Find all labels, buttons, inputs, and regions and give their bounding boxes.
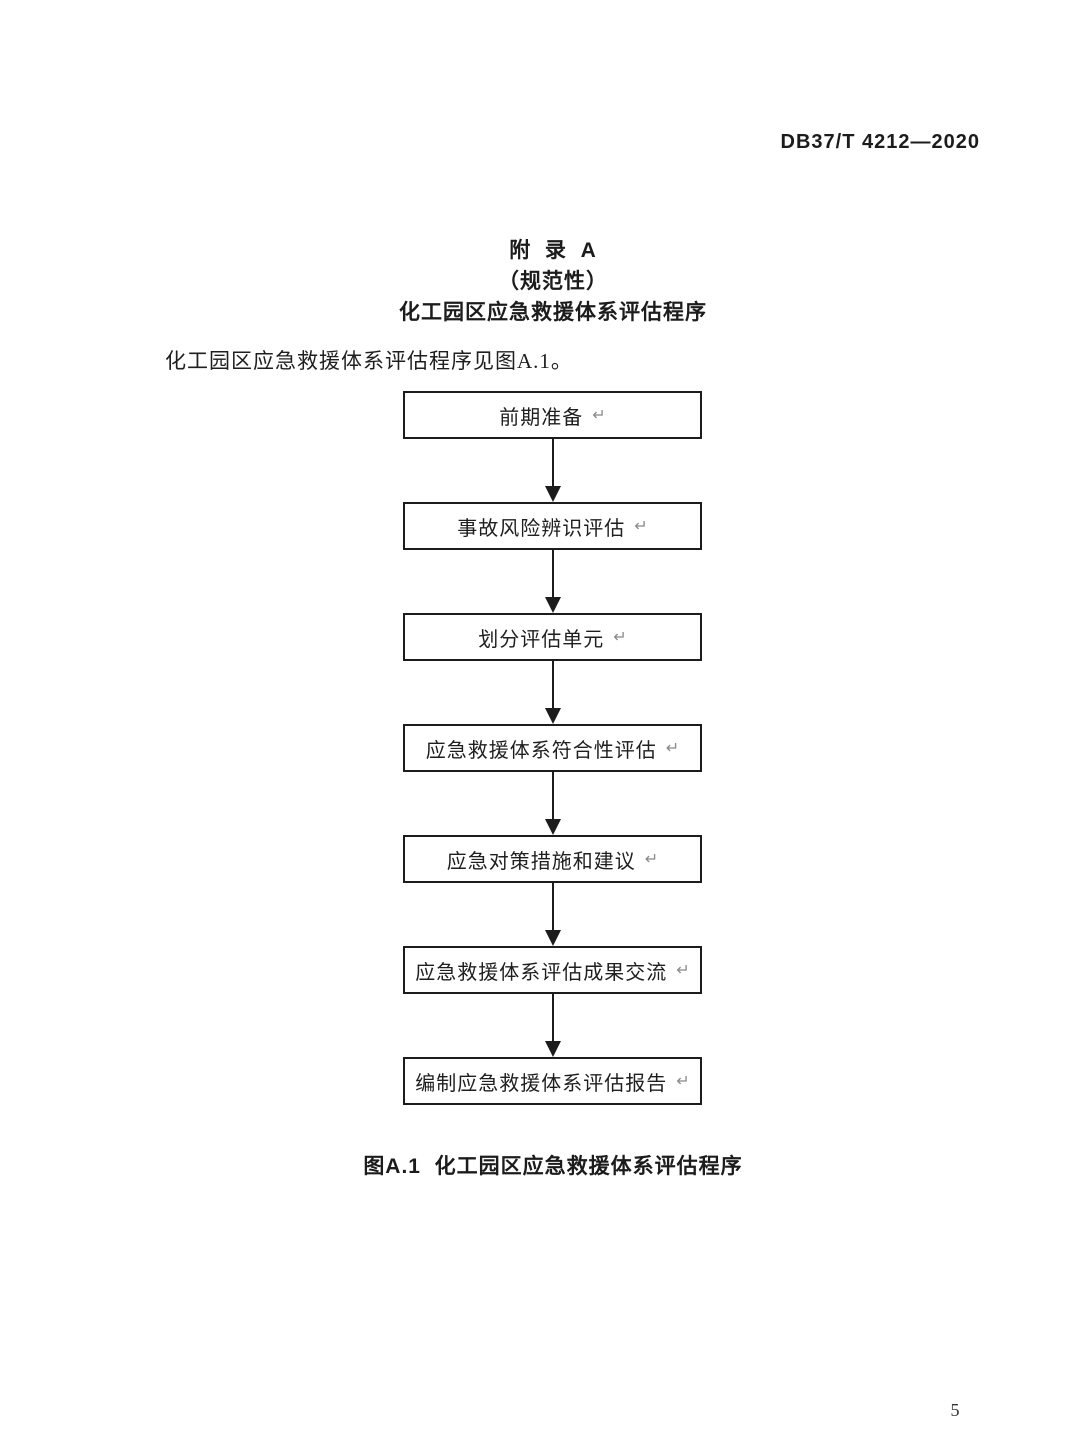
appendix-normative-label: （规范性）: [498, 270, 608, 293]
page-number: 5: [950, 1400, 960, 1420]
arrow-line: [551, 661, 554, 709]
flow-arrow-down-icon: [544, 883, 561, 946]
flow-step-report-compilation: 编制应急救援体系评估报告 ↵: [403, 1057, 702, 1105]
return-mark-icon: ↵: [634, 518, 648, 535]
arrow-line: [551, 439, 554, 487]
arrow-head: [544, 1041, 561, 1057]
appendix-title: 附 录 A: [509, 239, 597, 262]
arrow-line: [551, 994, 554, 1042]
arrow-line: [551, 883, 554, 931]
flow-arrow-down-icon: [544, 661, 561, 724]
flow-step-label: 编制应急救援体系评估报告: [415, 1072, 668, 1095]
arrow-line: [551, 550, 554, 598]
flow-arrow-down-icon: [544, 994, 561, 1057]
arrow-head: [544, 819, 561, 835]
return-mark-icon: ↵: [644, 851, 659, 868]
flowchart: 前期准备 ↵ 事故风险辨识评估 ↵ 划分评估单元 ↵ 应急救援体系符合性评估 ↵: [403, 391, 702, 1105]
return-mark-icon: ↵: [676, 962, 690, 979]
flow-arrow-down-icon: [544, 772, 561, 835]
flow-step-countermeasures: 应急对策措施和建议 ↵: [403, 835, 702, 883]
flow-step-unit-division: 划分评估单元 ↵: [403, 613, 702, 661]
arrow-line: [551, 772, 554, 820]
return-mark-icon: ↵: [665, 740, 680, 757]
arrow-head: [544, 597, 561, 613]
figure-caption: 图A.1 化工园区应急救援体系评估程序: [363, 1155, 743, 1178]
flow-step-label: 应急救援体系符合性评估: [425, 739, 657, 762]
flow-step-preparation: 前期准备 ↵: [403, 391, 702, 439]
standard-code-header: DB37/T 4212—2020: [780, 131, 980, 153]
appendix-title-block: 附 录 A （规范性） 化工园区应急救援体系评估程序: [213, 235, 893, 328]
flow-step-label: 事故风险辨识评估: [457, 517, 626, 540]
flow-arrow-down-icon: [544, 550, 561, 613]
flow-step-label: 前期准备: [499, 406, 584, 429]
return-mark-icon: ↵: [592, 407, 606, 424]
return-mark-icon: ↵: [676, 1073, 690, 1090]
return-mark-icon: ↵: [613, 629, 627, 646]
flow-step-compliance-evaluation: 应急救援体系符合性评估 ↵: [403, 724, 702, 772]
body-paragraph: 化工园区应急救援体系评估程序见图A.1。: [165, 349, 573, 373]
flow-step-label: 划分评估单元: [478, 628, 605, 651]
arrow-head: [544, 708, 561, 724]
flow-step-results-exchange: 应急救援体系评估成果交流 ↵: [403, 946, 702, 994]
flow-step-risk-identification: 事故风险辨识评估 ↵: [403, 502, 702, 550]
arrow-head: [544, 486, 561, 502]
flow-step-label: 应急救援体系评估成果交流: [415, 961, 668, 984]
flow-arrow-down-icon: [544, 439, 561, 502]
flow-step-label: 应急对策措施和建议: [446, 850, 636, 873]
appendix-subtitle: 化工园区应急救援体系评估程序: [399, 301, 707, 324]
arrow-head: [544, 930, 561, 946]
